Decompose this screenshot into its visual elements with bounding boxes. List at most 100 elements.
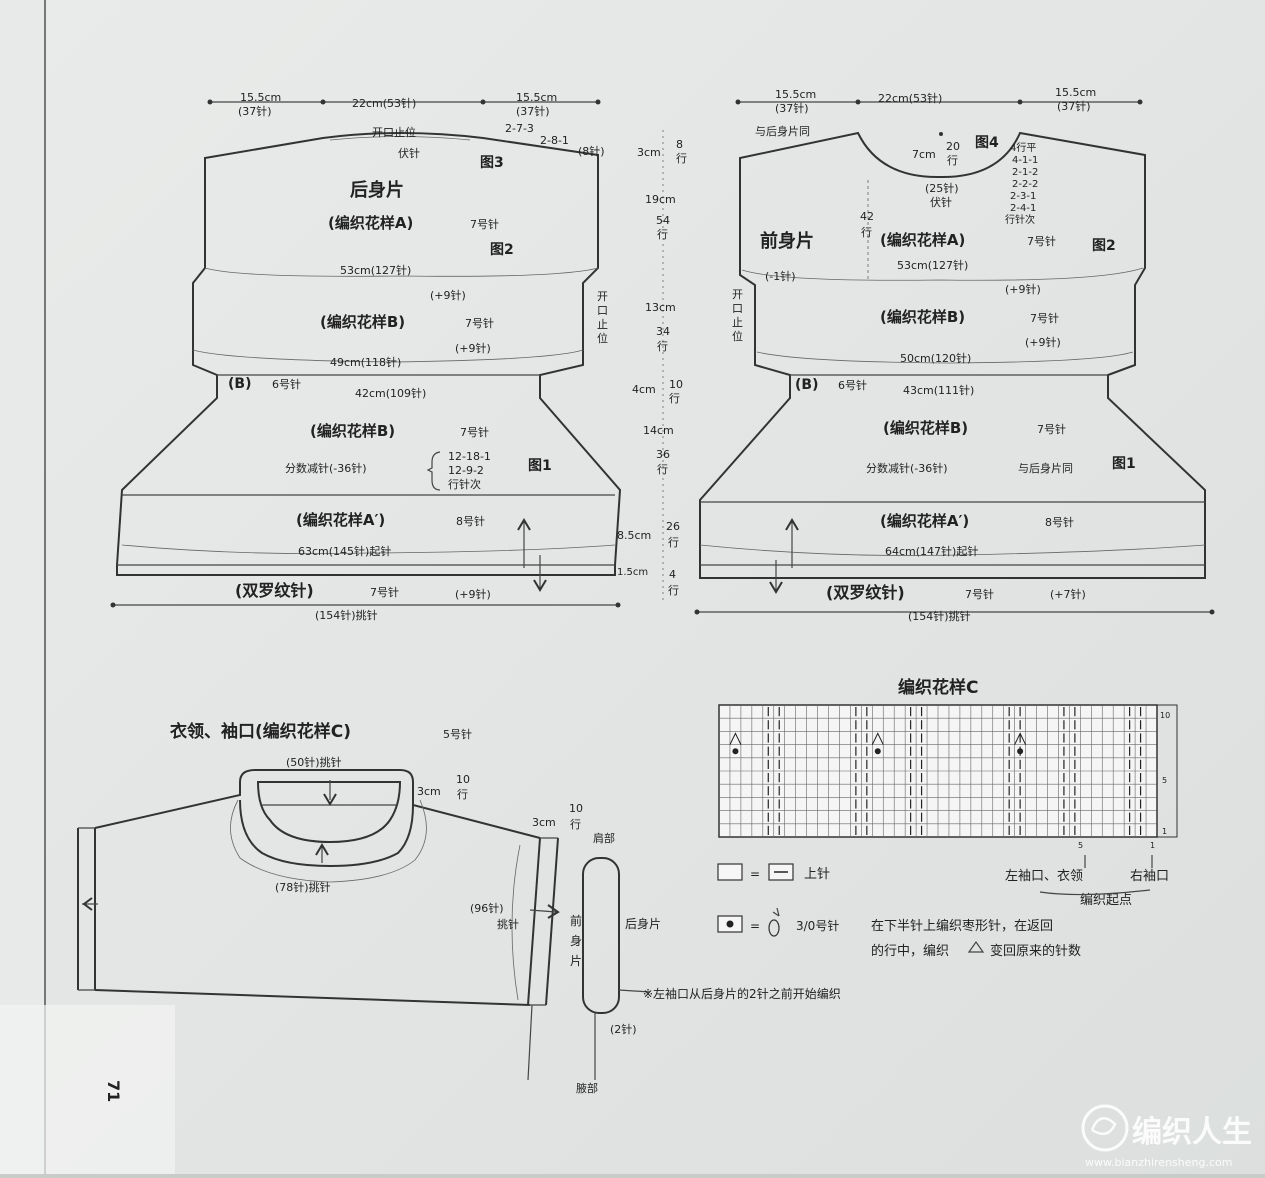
chart-grid xyxy=(719,705,1157,837)
chart-right-label: 右袖口 xyxy=(1130,869,1169,884)
front-shoulder-left-sts: (37针) xyxy=(775,101,809,115)
back-pickup: (154针)挑针 xyxy=(315,608,378,622)
cuff-10: 10 xyxy=(569,802,583,815)
front-pickup: (154针)挑针 xyxy=(908,609,971,623)
back-pattern-b2-needle: 7号针 xyxy=(460,425,489,439)
back-dec-rows-2: 12-9-2 xyxy=(448,464,484,477)
front-width-43: 43cm(111针) xyxy=(903,383,974,397)
front-shoulder-right-cm: 15.5cm xyxy=(1055,86,1096,99)
len-14cm: 14cm xyxy=(643,424,674,437)
page-edge xyxy=(0,0,45,1174)
collar-pick-50: (50针)挑针 xyxy=(286,755,342,769)
watermark-brand: 编织人生 xyxy=(1132,1115,1252,1150)
front-pattern-a2-needle: 8号针 xyxy=(1045,515,1074,529)
back-fig1: 图1 xyxy=(528,458,552,474)
front-width-53: 53cm(127针) xyxy=(897,258,968,272)
front-inc-9a: (+9针) xyxy=(1005,282,1041,296)
armhole-2sts: (2针) xyxy=(610,1022,637,1036)
front-band-b: (B) xyxy=(795,377,818,393)
front-decrease: 分数减针(-36针) xyxy=(866,461,948,475)
back-shoulder-rows-2: 2-8-1 xyxy=(540,134,569,147)
length-dimensions: 3cm 8 行 19cm 54 行 13cm 34 行 4cm 10 行 14c… xyxy=(617,130,687,600)
front-pattern-b2: (编织花样B) xyxy=(883,419,968,437)
stitch-chart: 编织花样C 10 5 1 5 1 左袖口、衣领 右袖口 编织起点 = 上针 = … xyxy=(717,677,1178,959)
len-36-unit: 行 xyxy=(657,463,668,476)
front-same-as-back-2: 与后身片同 xyxy=(1018,461,1073,475)
back-shoulder-left-cm: 15.5cm xyxy=(240,91,281,104)
front-len-rows-unit: 行 xyxy=(861,226,872,239)
front-fig2: 图2 xyxy=(1092,238,1116,254)
back-width-63: 63cm(145针)起针 xyxy=(298,544,391,558)
len-34-unit: 行 xyxy=(657,340,668,353)
back-width-53: 53cm(127针) xyxy=(340,263,411,277)
front-neck-width: 22cm(53针) xyxy=(878,91,942,105)
front-side-stop: 开口止位 xyxy=(732,288,743,343)
front-same-as-back: 与后身片同 xyxy=(755,124,810,138)
collar-pick-78: (78针)挑针 xyxy=(275,880,331,894)
back-pattern-b: (编织花样B) xyxy=(320,313,405,331)
watermark-url: www.bianzhirensheng.com xyxy=(1085,1156,1232,1169)
back-pattern-b-needle: 7号针 xyxy=(465,316,494,330)
legend-desc-1: 在下半针上编织枣形针，在返回 xyxy=(871,919,1053,934)
len-1-5cm: 1.5cm xyxy=(617,567,648,578)
back-inc-9a: (+9针) xyxy=(430,288,466,302)
chart-row-5: 5 xyxy=(1162,776,1167,785)
collar-needle: 5号针 xyxy=(443,727,472,741)
armhole-front-3: 片 xyxy=(570,954,582,968)
back-pattern-a2-needle: 8号针 xyxy=(456,514,485,528)
legend-hook: 3/0号针 xyxy=(796,918,839,933)
front-neck-rows: 20 xyxy=(946,140,960,153)
back-dec-rows-1: 12-18-1 xyxy=(448,450,491,463)
back-piece: 15.5cm (37针) 22cm(53针) 15.5cm (37针) 开口止位… xyxy=(110,91,622,622)
front-neck-depth: 7cm xyxy=(912,148,936,161)
back-side-stop: 开口止位 xyxy=(597,290,608,345)
cuff-pick-96b: 挑针 xyxy=(497,917,519,931)
front-pattern-b-needle: 7号针 xyxy=(1030,311,1059,325)
chart-title: 编织花样C xyxy=(898,677,978,698)
front-width-64: 64cm(147针)起针 xyxy=(885,544,978,558)
front-neck-dec-6: 2-4-1 xyxy=(1010,203,1036,214)
chart-row-1: 1 xyxy=(1162,827,1167,836)
cuff-pick-96: (96针) xyxy=(470,901,504,915)
front-pattern-b2-needle: 7号针 xyxy=(1037,422,1066,436)
armhole-back: 后身片 xyxy=(625,916,661,931)
armhole-front-2: 身 xyxy=(570,933,582,948)
back-band-b: (B) xyxy=(228,376,251,392)
front-neck-dec-1: 4行平 xyxy=(1010,141,1036,154)
cuff-10-unit: 行 xyxy=(570,818,581,831)
len-8-unit: 行 xyxy=(676,152,687,165)
len-54-unit: 行 xyxy=(657,228,668,241)
front-fig4: 图4 xyxy=(975,135,999,151)
front-width-50: 50cm(120针) xyxy=(900,351,971,365)
front-rib: (双罗纹针) xyxy=(826,583,905,602)
len-34: 34 xyxy=(656,325,670,338)
front-neck-dec-4: 2-2-2 xyxy=(1012,179,1038,190)
back-width-49: 49cm(118针) xyxy=(330,355,401,369)
collar-3cm: 3cm xyxy=(417,785,441,798)
front-rib-inc: (+7针) xyxy=(1050,587,1086,601)
svg-text:=: = xyxy=(750,867,760,881)
front-neck-dec-5: 2-3-1 xyxy=(1010,191,1036,202)
chart-row-10: 10 xyxy=(1160,711,1170,720)
back-inc-9b: (+9针) xyxy=(455,341,491,355)
front-pattern-a2: (编织花样A′) xyxy=(880,512,969,530)
lower-paper-flap xyxy=(0,1005,175,1174)
back-rib-inc: (+9针) xyxy=(455,587,491,601)
back-dec-rows-3: 行针次 xyxy=(448,477,481,491)
len-26-unit: 行 xyxy=(668,536,679,549)
front-neck-rows-unit: 行 xyxy=(947,154,958,167)
front-pattern-a-needle: 7号针 xyxy=(1027,234,1056,248)
chart-col-1: 1 xyxy=(1150,841,1155,850)
front-neck-dec-3: 2-1-2 xyxy=(1012,167,1038,178)
front-rib-needle: 7号针 xyxy=(965,587,994,601)
len-4: 4 xyxy=(669,568,676,581)
back-shoulder-left-sts: (37针) xyxy=(238,104,272,118)
len-8: 8 xyxy=(676,138,683,151)
back-width-42: 42cm(109针) xyxy=(355,386,426,400)
len-8-5cm: 8.5cm xyxy=(617,529,651,542)
chart-col-5: 5 xyxy=(1078,841,1083,850)
back-pattern-b2: (编织花样B) xyxy=(310,422,395,440)
front-inc-9b: (+9针) xyxy=(1025,335,1061,349)
